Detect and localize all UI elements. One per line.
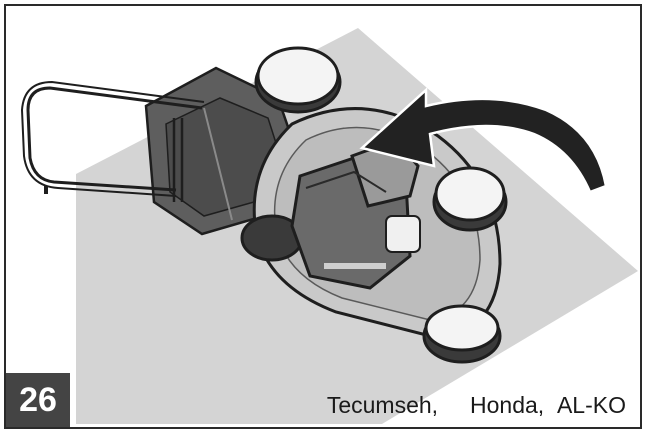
grass-bag — [144, 66, 300, 236]
caption-brand-honda: Honda, — [470, 392, 545, 418]
wheel-top — [254, 46, 342, 114]
caption-brand-alko: AL-KO — [556, 392, 626, 418]
handle-bar — [20, 80, 205, 202]
caption-brand-tecumseh: Tecumseh, — [326, 392, 439, 418]
wheel-bottom — [422, 304, 502, 364]
figure-caption: Tecumseh, Honda, AL-KO — [327, 392, 626, 419]
lawnmower-tilt-illustration — [20, 28, 638, 424]
figure-frame: 26 Tecumseh, Honda, AL-KO — [4, 4, 642, 429]
rotation-arrow-icon — [359, 87, 608, 194]
figure-number-badge: 26 — [6, 373, 70, 427]
wheel-right — [432, 166, 508, 232]
